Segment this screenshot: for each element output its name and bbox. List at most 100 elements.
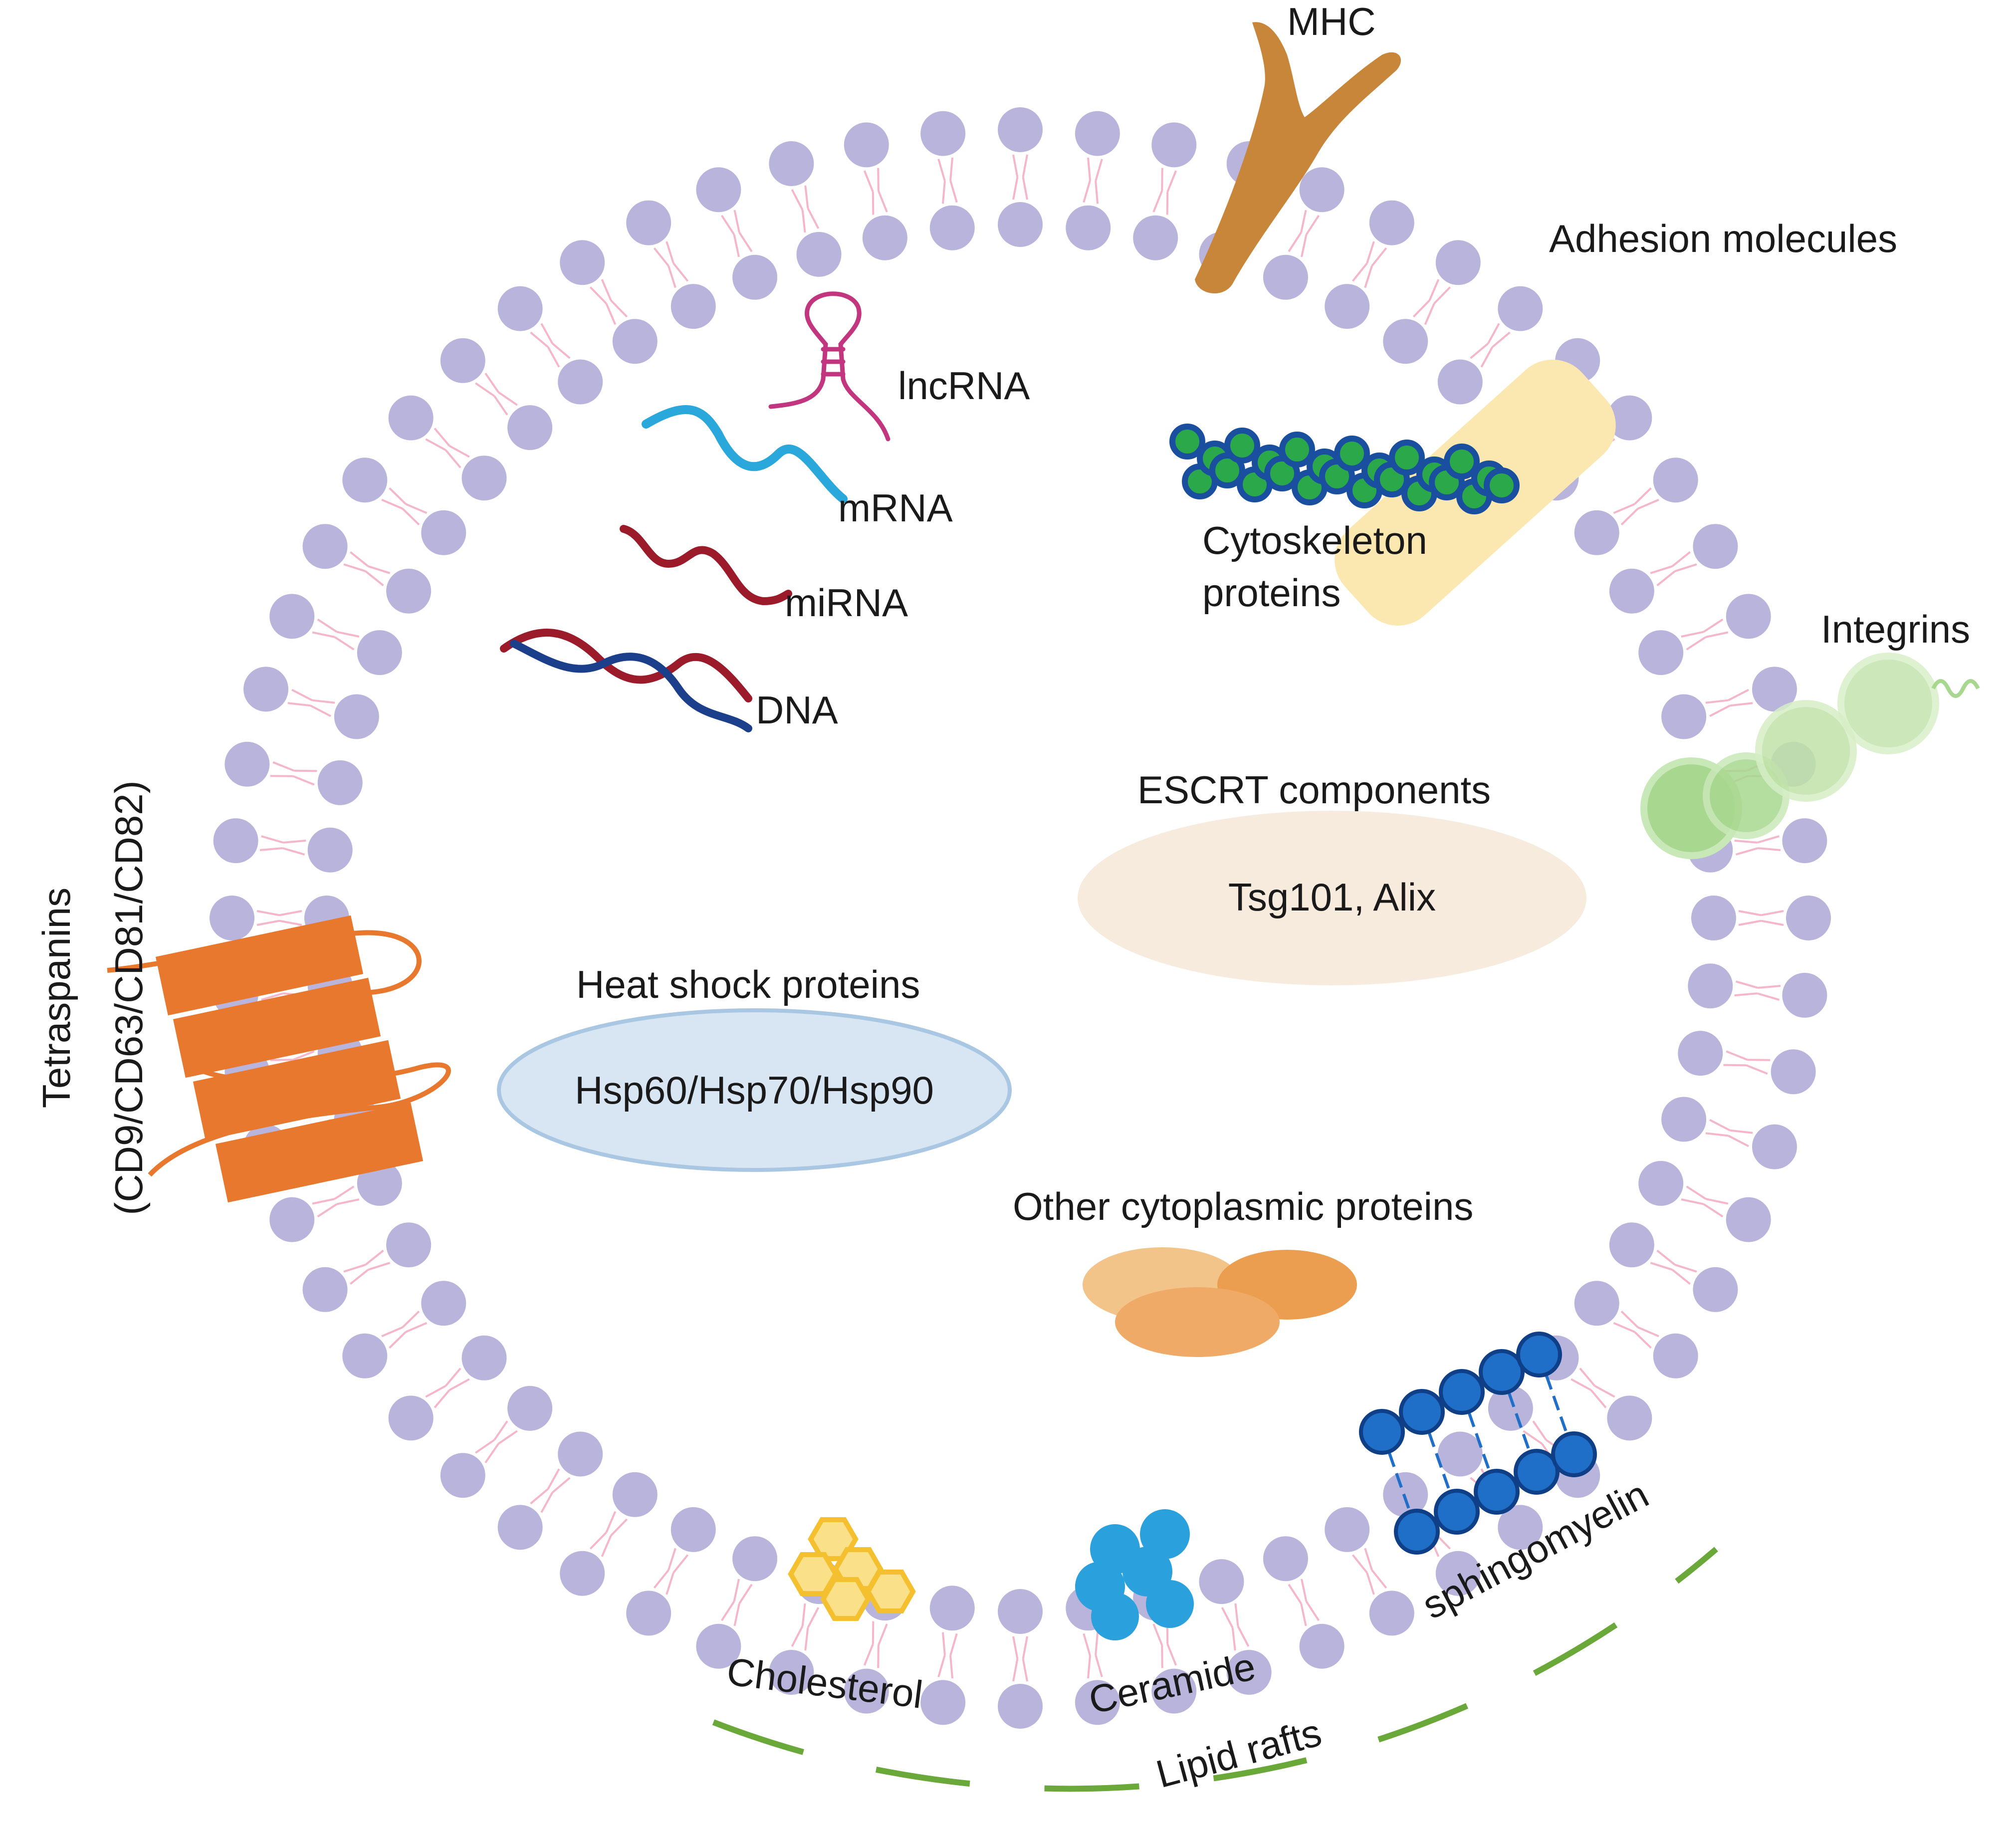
lipid-head-outer <box>769 1649 814 1695</box>
lipid-head-inner <box>1066 205 1111 250</box>
lipid-head-outer <box>560 1551 605 1596</box>
lipid-head-inner <box>612 319 658 364</box>
cytoskeleton-label-line1: Cytoskeleton <box>1202 518 1427 562</box>
lipid-head-outer <box>1435 240 1481 285</box>
lipid-head-outer <box>696 167 741 213</box>
lipid-pair <box>626 1507 716 1636</box>
sphingomyelin-bead <box>1474 1469 1520 1515</box>
cytoskeleton-icon <box>1169 424 1520 514</box>
cytoskeleton-bead <box>1279 432 1315 467</box>
lipid-head-outer <box>302 524 348 569</box>
lipid-pair <box>1325 200 1414 329</box>
lipid-pair <box>497 1431 603 1550</box>
lipid-head-outer <box>560 240 605 285</box>
lipid-head-outer <box>1786 896 1831 940</box>
lipid-head-outer <box>440 338 485 383</box>
lipid-bilayer <box>210 107 1831 1729</box>
lipid-head-inner <box>421 510 466 555</box>
lipid-pair <box>1609 524 1738 614</box>
lipid-head-outer <box>696 1623 741 1669</box>
lipid-head-inner <box>1574 1281 1619 1326</box>
hsp-ellipse <box>497 1008 1012 1172</box>
cytoskeleton-bead <box>1209 453 1245 488</box>
lipid-pair <box>1688 963 1827 1018</box>
lipid-head-inner <box>461 1335 507 1380</box>
lipid-pair <box>1609 1222 1738 1312</box>
lipid-head-outer <box>626 1591 672 1636</box>
lipid-head-inner <box>1609 568 1654 614</box>
lipid-head-inner <box>732 1536 778 1582</box>
lipid-head-outer <box>1369 200 1414 245</box>
lipid-head-outer <box>342 1333 388 1378</box>
lipid-head-inner <box>307 827 353 873</box>
sphingomyelin-bead <box>1551 1431 1597 1477</box>
lipid-pair <box>497 286 603 405</box>
lipid-head-outer <box>1299 167 1344 213</box>
lipid-pair <box>388 395 507 501</box>
cytoskeleton-label-line2: proteins <box>1202 571 1341 615</box>
lipid-head-outer <box>1151 122 1197 168</box>
lipid-head-outer <box>213 818 258 864</box>
lncrna-label: lncRNA <box>898 364 1030 408</box>
lipid-pair <box>1661 1097 1797 1169</box>
lipid-pair <box>1133 122 1197 260</box>
lncrna-icon <box>768 291 891 442</box>
integrins-label: Integrins <box>1821 607 1970 651</box>
lipid-pair <box>1437 286 1543 405</box>
lipid-head-outer <box>302 1267 348 1312</box>
lipid-head-inner <box>1688 963 1733 1009</box>
cytoskeleton-bead <box>1389 440 1425 475</box>
lipid-head-inner <box>1661 1097 1707 1142</box>
sphingomyelin-icon <box>1359 1332 1597 1555</box>
lipid-head-outer <box>769 141 814 187</box>
lipid-pair <box>1638 1160 1771 1242</box>
lipid-head-inner <box>507 405 553 451</box>
lipid-head-inner <box>1133 215 1178 260</box>
lipid-pair <box>998 107 1043 247</box>
lipid-head-outer <box>920 1680 966 1725</box>
lipid-head-inner <box>1437 359 1483 405</box>
lipid-head-outer <box>1782 818 1827 864</box>
lipid-head-inner <box>998 202 1043 247</box>
mirna-label: miRNA <box>785 581 908 625</box>
lipid-head-outer <box>388 1395 434 1441</box>
lipid-pair <box>1383 240 1481 364</box>
cholesterol-ring <box>820 1577 871 1621</box>
sphingomyelin-bead <box>1394 1509 1440 1555</box>
escrt-ellipse <box>1078 811 1586 985</box>
lipid-head-inner <box>862 215 907 260</box>
lipid-head-outer <box>844 122 889 168</box>
lipid-head-inner <box>1383 1472 1428 1517</box>
lipid-head-inner <box>671 1507 716 1552</box>
lipid-pair <box>213 818 353 873</box>
lipid-head-outer <box>844 1668 889 1714</box>
lipid-pair <box>1263 1536 1344 1669</box>
lipid-head-outer <box>243 667 289 712</box>
lipid-head-outer <box>210 896 254 940</box>
lipid-head-outer <box>998 1684 1043 1729</box>
lipid-head-inner <box>1325 284 1370 329</box>
lipid-pair <box>769 141 842 277</box>
lipid-head-outer <box>1075 111 1120 156</box>
lipid-pair <box>1661 667 1797 739</box>
sphingomyelin-bead <box>1434 1489 1480 1535</box>
adhesion-label: Adhesion molecules <box>1549 217 1897 260</box>
lipid-head-inner <box>1325 1507 1370 1552</box>
lipid-head-outer <box>1435 1551 1481 1596</box>
lipid-head-inner <box>421 1281 466 1326</box>
mrna-icon <box>642 405 848 503</box>
sphingomyelin-bead <box>1514 1449 1560 1495</box>
hsp-title: Heat shock proteins <box>576 962 920 1006</box>
lipid-pair <box>1574 457 1698 555</box>
lipid-head-outer <box>1693 1267 1738 1312</box>
cytoskeleton-bead <box>1444 444 1480 479</box>
integrin-icon <box>1640 653 1980 859</box>
lipid-head-outer <box>1498 1505 1543 1550</box>
lipid-pair <box>224 741 363 805</box>
other-cytoplasmic-proteins-icon <box>1083 1247 1357 1357</box>
cytoskeleton-bead <box>1334 436 1370 471</box>
cholesterol-label: Cholesterol <box>724 1649 925 1716</box>
lipid-head-outer <box>269 594 315 639</box>
lipid-head-inner <box>1488 1385 1533 1431</box>
